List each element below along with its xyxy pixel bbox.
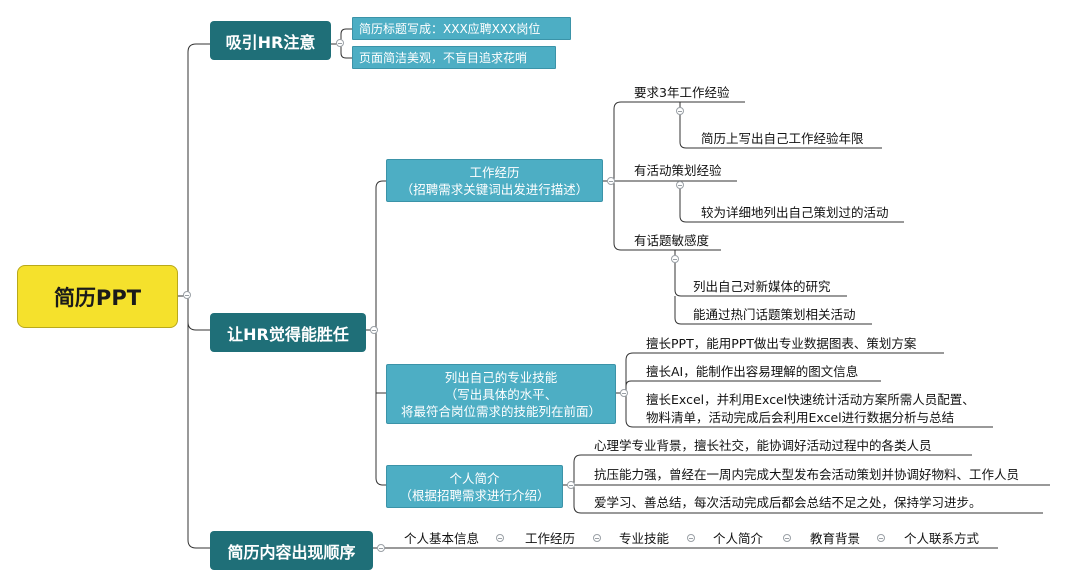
skills-line2: （写出具体的水平、 — [444, 386, 558, 402]
node-attention-title[interactable]: 简历标题写成：XXX应聘XXX岗位 — [352, 17, 571, 40]
order-item-basic-info[interactable]: 个人基本信息 — [404, 531, 480, 546]
collapse-icon-topic[interactable] — [671, 255, 679, 263]
collapse-icon-order-1[interactable] — [496, 534, 504, 542]
work-item-list-activities[interactable]: 较为详细地列出自己策划过的活动 — [701, 205, 889, 220]
work-item-hot-topics[interactable]: 能通过热门话题策划相关活动 — [693, 307, 856, 322]
collapse-icon-skills[interactable] — [620, 389, 628, 397]
work-item-planning[interactable]: 有活动策划经验 — [634, 163, 722, 178]
collapse-icon-order[interactable] — [377, 544, 385, 552]
work-subtitle: （招聘需求关键词出发进行描述） — [400, 181, 589, 197]
work-item-new-media[interactable]: 列出自己对新媒体的研究 — [693, 279, 831, 294]
root-node[interactable]: 简历PPT — [17, 265, 178, 328]
intro-item-psychology[interactable]: 心理学专业背景，擅长社交，能协调好活动过程中的各类人员 — [594, 438, 932, 453]
node-resume-order[interactable]: 简历内容出现顺序 — [210, 531, 373, 570]
work-title: 工作经历 — [469, 164, 520, 180]
node-hr-competent[interactable]: 让HR觉得能胜任 — [210, 313, 366, 352]
intro-subtitle: （根据招聘需求进行介绍） — [399, 487, 550, 503]
work-item-topic-sense[interactable]: 有话题敏感度 — [634, 233, 710, 248]
order-item-skills[interactable]: 专业技能 — [619, 531, 670, 546]
collapse-icon-order-5[interactable] — [877, 534, 885, 542]
skill-item-excel-1[interactable]: 擅长Excel，并利用Excel快速统计活动方案所需人员配置、 — [646, 392, 975, 407]
node-attract-hr[interactable]: 吸引HR注意 — [210, 21, 331, 60]
node-work-experience[interactable]: 工作经历 （招聘需求关键词出发进行描述） — [386, 159, 603, 202]
order-item-contact[interactable]: 个人联系方式 — [904, 531, 980, 546]
skill-item-ppt[interactable]: 擅长PPT，能用PPT做出专业数据图表、策划方案 — [646, 336, 917, 351]
order-item-education[interactable]: 教育背景 — [810, 531, 861, 546]
work-item-3years[interactable]: 要求3年工作经验 — [634, 85, 730, 100]
node-attention-clean[interactable]: 页面简洁美观，不盲目追求花哨 — [352, 46, 556, 69]
intro-item-learning[interactable]: 爱学习、善总结，每次活动完成后都会总结不足之处，保持学习进步。 — [594, 495, 982, 510]
skills-title: 列出自己的专业技能 — [444, 369, 558, 385]
skill-item-ai[interactable]: 擅长AI，能制作出容易理解的图文信息 — [646, 364, 859, 379]
collapse-icon-attract[interactable] — [336, 39, 344, 47]
collapse-icon-competent[interactable] — [370, 326, 378, 334]
collapse-icon-order-3[interactable] — [687, 534, 695, 542]
intro-title: 个人简介 — [449, 470, 500, 486]
collapse-icon-work[interactable] — [607, 177, 615, 185]
collapse-icon-planning[interactable] — [676, 181, 684, 189]
order-item-work[interactable]: 工作经历 — [525, 531, 576, 546]
collapse-icon-order-4[interactable] — [783, 534, 791, 542]
work-item-years-written[interactable]: 简历上写出自己工作经验年限 — [701, 131, 864, 146]
collapse-icon-intro[interactable] — [567, 481, 575, 489]
node-intro[interactable]: 个人简介 （根据招聘需求进行介绍） — [386, 465, 563, 508]
intro-item-pressure[interactable]: 抗压能力强，曾经在一周内完成大型发布会活动策划并协调好物料、工作人员 — [594, 467, 1020, 482]
collapse-icon-order-2[interactable] — [593, 534, 601, 542]
collapse-icon-3years[interactable] — [676, 107, 684, 115]
collapse-icon-root[interactable] — [183, 291, 191, 299]
node-skills[interactable]: 列出自己的专业技能 （写出具体的水平、 将最符合岗位需求的技能列在前面） — [386, 364, 616, 424]
skill-item-excel-2[interactable]: 物料清单，活动完成后会利用Excel进行数据分析与总结 — [646, 410, 955, 425]
order-item-intro[interactable]: 个人简介 — [713, 531, 764, 546]
skills-line3: 将最符合岗位需求的技能列在前面） — [400, 403, 601, 419]
